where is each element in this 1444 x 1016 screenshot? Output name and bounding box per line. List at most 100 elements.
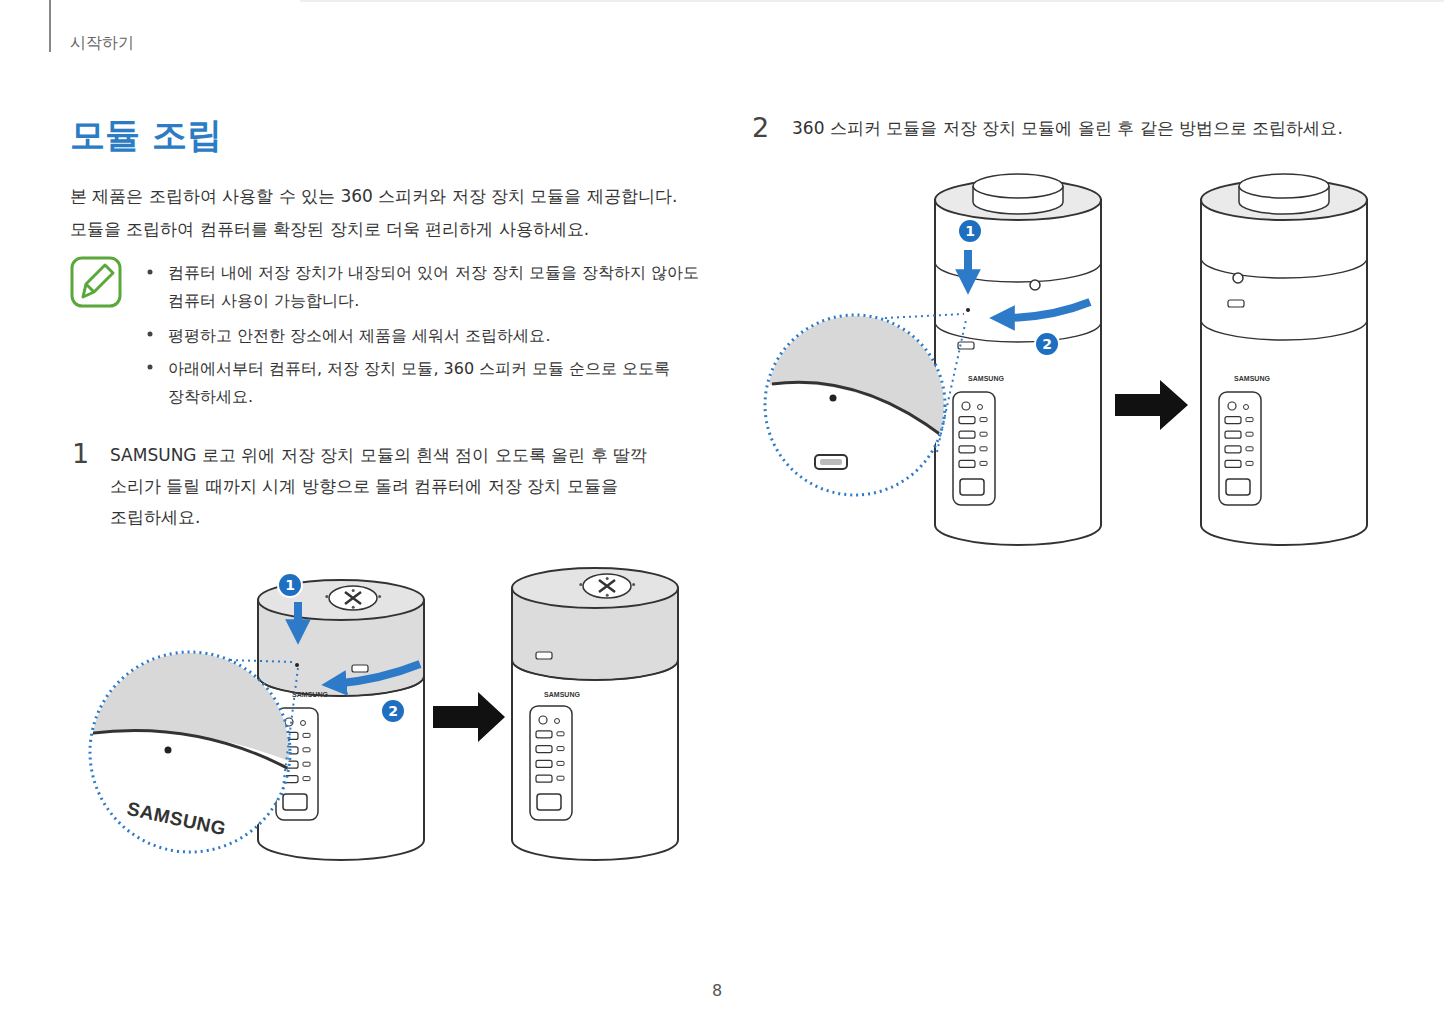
callout-number: 1: [277, 572, 303, 598]
device-cylinder: [1201, 174, 1367, 545]
action-arrows: [298, 250, 1090, 684]
step-arrow: [433, 380, 1188, 742]
device-part: [1201, 320, 1367, 340]
device-part: [980, 461, 987, 465]
top-rule: [300, 1, 1444, 2]
device-part: [1201, 200, 1367, 545]
device-part: [557, 732, 564, 736]
step-number: 1: [72, 436, 102, 471]
device-part: [345, 592, 361, 604]
device-part: [606, 594, 609, 597]
note-item: 아래에서부터 컴퓨터, 저장 장치 모듈, 360 스피커 모듈 순으로 오도록…: [168, 355, 688, 411]
device-part: [1030, 280, 1040, 290]
device-part: [1226, 479, 1250, 495]
device-part: [935, 322, 1101, 342]
device-part: [530, 706, 572, 820]
device-part: [966, 308, 970, 312]
brand-logo: SAMSUNG: [532, 690, 592, 699]
step-text: SAMSUNG 로고 위에 저장 장치 모듈의 흰색 점이 오도록 올린 후 딸…: [110, 440, 680, 533]
device-part: [1239, 174, 1329, 198]
page-number: 8: [712, 980, 732, 1001]
brand-logo: SAMSUNG: [280, 690, 340, 699]
device-part: [959, 446, 975, 453]
device-part: [352, 665, 368, 672]
device-part: [325, 595, 328, 598]
running-header: 시작하기: [70, 32, 190, 53]
device-part: [329, 586, 377, 610]
device-part: [959, 417, 975, 424]
device-part: [1225, 446, 1241, 453]
device-part: [555, 719, 560, 724]
callout-number: 1: [957, 218, 983, 244]
callout-number: 2: [380, 698, 406, 724]
device-part: [283, 794, 307, 810]
device-part: [960, 479, 984, 495]
device-part: [536, 652, 552, 659]
device-part: [303, 733, 310, 737]
header-rule: [49, 0, 51, 52]
zoom-detail: [760, 310, 966, 510]
device-part: [978, 405, 983, 410]
note-icon: [72, 258, 120, 306]
device-part: [536, 775, 552, 782]
device-part: [632, 583, 635, 586]
device-part: [1219, 392, 1261, 505]
device-part: [935, 200, 1101, 545]
note-item: 컴퓨터 내에 저장 장치가 내장되어 있어 저장 장치 모듈을 장착하지 않아도…: [168, 259, 708, 315]
device-part: [1246, 432, 1253, 436]
device-part: [539, 716, 547, 724]
device-part: [959, 431, 975, 438]
device-part: [301, 721, 306, 726]
step-number: 2: [752, 110, 782, 145]
device-part: [1201, 258, 1367, 278]
device-part: [583, 574, 631, 598]
device-part: [537, 794, 561, 810]
device-part: [953, 392, 995, 505]
page-title: 모듈 조립: [70, 112, 222, 159]
device-part: [1228, 402, 1236, 410]
device-part: [599, 580, 615, 592]
device-part: [980, 418, 987, 422]
device-cylinder: [512, 568, 678, 860]
device-part: [512, 568, 678, 608]
device-part: [512, 588, 678, 860]
device-part: [1246, 461, 1253, 465]
brand-logo: SAMSUNG: [956, 374, 1016, 383]
device-part: [1233, 273, 1243, 283]
device-part: [303, 748, 310, 752]
intro-paragraph: 본 제품은 조립하여 사용할 수 있는 360 스피커와 저장 장치 모듈을 제…: [70, 180, 710, 246]
zoom-detail: [80, 640, 310, 870]
device-part: [536, 731, 552, 738]
device-part: [973, 174, 1063, 198]
device-part: [935, 262, 1101, 282]
device-part: [962, 402, 970, 410]
device-part: [980, 447, 987, 451]
note-item: 평평하고 안전한 장소에서 제품을 세워서 조립하세요.: [168, 322, 708, 350]
device-part: [1225, 460, 1241, 467]
device-part: [606, 577, 609, 580]
device-part: [536, 746, 552, 753]
device-part: [536, 760, 552, 767]
device-part: [1244, 405, 1249, 410]
device-part: [295, 663, 299, 667]
device-part: [1246, 418, 1253, 422]
device-part: [352, 606, 355, 609]
device-part: [557, 747, 564, 751]
device-part: [1246, 447, 1253, 451]
device-part: [959, 460, 975, 467]
device-part: [557, 776, 564, 780]
device-cylinder: [935, 174, 1101, 545]
device-part: [1225, 417, 1241, 424]
step-text: 360 스피커 모듈을 저장 장치 모듈에 올린 후 같은 방법으로 조립하세요…: [792, 114, 1412, 142]
device-part: [1225, 431, 1241, 438]
device-part: [980, 432, 987, 436]
device-part: [378, 595, 381, 598]
callout-number: 2: [1034, 331, 1060, 357]
device-part: [579, 583, 582, 586]
device-part: [303, 762, 310, 766]
device-part: [557, 761, 564, 765]
device-part: [352, 589, 355, 592]
bullet-dots: [148, 270, 153, 370]
device-part: [303, 777, 310, 781]
device-part: [512, 660, 678, 680]
